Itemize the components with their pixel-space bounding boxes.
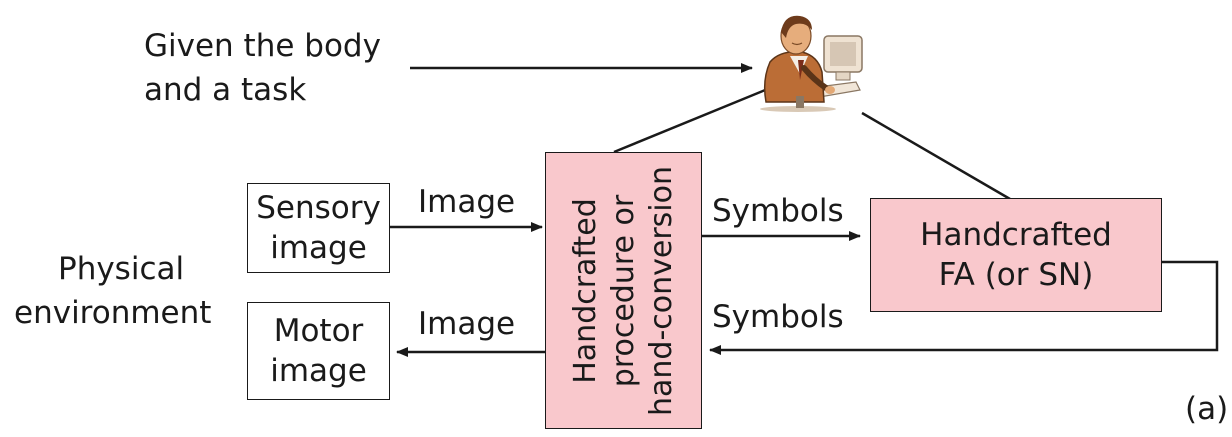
person-at-computer-icon <box>760 15 863 112</box>
given-text-line-2: and a task <box>144 72 307 108</box>
handcrafted-procedure-text: Handcrafted procedure or hand-conversion <box>567 165 681 415</box>
image-out-label: Image <box>418 306 516 342</box>
physical-label-line-2: environment <box>14 295 212 331</box>
handcrafted-fa-box: Handcrafted FA (or SN) <box>870 198 1162 312</box>
handcrafted-fa-line-2: FA (or SN) <box>938 257 1094 293</box>
symbols-out-label: Symbols <box>712 193 844 229</box>
motor-image-line-1: Motor <box>273 313 364 349</box>
designer-to-fa-line <box>861 111 1011 201</box>
designer-to-procedure-line <box>613 84 776 154</box>
handcrafted-fa-line-1: Handcrafted <box>920 217 1112 253</box>
designer-figure <box>752 10 867 112</box>
handcrafted-procedure-box: Handcrafted procedure or hand-conversion <box>545 152 702 429</box>
handcrafted-procedure-line-3: hand-conversion <box>643 165 679 416</box>
symbols-in-label: Symbols <box>712 299 844 335</box>
given-text-line-1: Given the body <box>144 28 381 64</box>
image-in-label: Image <box>418 184 516 220</box>
figure-label: (a) <box>1185 391 1229 427</box>
handcrafted-procedure-line-2: procedure or <box>605 194 641 387</box>
motor-image-box: Motor image <box>247 302 390 400</box>
physical-label-line-1: Physical <box>58 251 185 287</box>
sensory-image-line-1: Sensory <box>256 190 381 226</box>
motor-image-line-2: image <box>270 353 367 389</box>
sensory-image-box: Sensory image <box>247 183 390 273</box>
fa-feedback-line <box>709 260 1219 355</box>
handcrafted-procedure-line-1: Handcrafted <box>567 197 603 384</box>
sensory-image-line-2: image <box>270 230 367 266</box>
